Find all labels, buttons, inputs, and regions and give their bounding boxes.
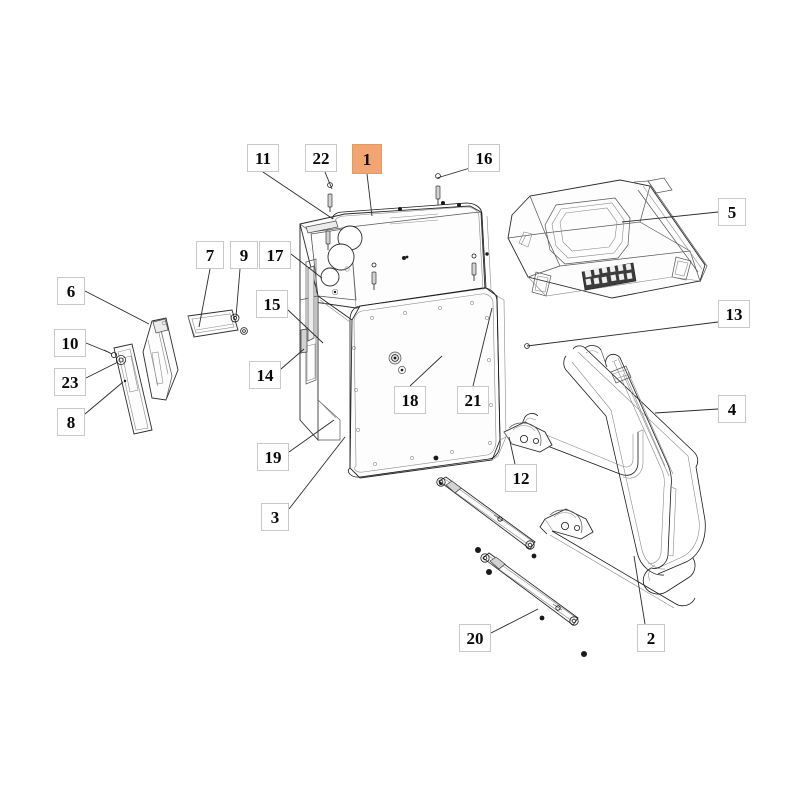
callout-label-18[interactable]: 18 [394,386,426,414]
callout-label-21[interactable]: 21 [457,386,489,414]
part-cab-body-assembly [299,202,507,479]
callout-label-11[interactable]: 11 [247,144,279,172]
callout-number: 10 [61,333,79,353]
callout-number: 15 [263,294,281,314]
callout-label-5[interactable]: 5 [718,198,746,226]
frame-hinge-upper [503,421,553,453]
callout-number: 22 [312,148,330,168]
callout-number: 4 [727,399,737,419]
callout-number: 9 [239,245,249,265]
callout-label-2[interactable]: 2 [637,624,665,652]
callout-label-9[interactable]: 9 [230,241,258,269]
callout-label-13[interactable]: 13 [718,300,750,328]
lock-knob [388,351,406,374]
callout-label-16[interactable]: 16 [468,144,500,172]
part-mounting-plate-small [187,309,239,338]
callout-number: 2 [646,628,656,648]
part-screw-inner-right [471,253,477,281]
callout-label-10[interactable]: 10 [54,329,86,357]
callout-label-20[interactable]: 20 [459,624,491,652]
part-bracket-arm [142,317,179,401]
callout-number: 13 [725,304,743,324]
part-gas-strut-12 [436,476,536,550]
callout-number: 3 [270,507,280,527]
callout-number: 14 [256,365,274,385]
part-washer-23 [116,354,127,365]
part-edge-trim-strip [305,220,339,234]
callout-number: 18 [401,390,419,410]
part-screw-inner-left [325,230,331,250]
callout-number: 23 [61,372,79,392]
hinge-tab [300,328,308,354]
callout-label-7[interactable]: 7 [196,241,224,269]
callout-label-22[interactable]: 22 [305,144,337,172]
part-nut-fastener-extra [240,327,248,335]
callout-number: 6 [66,281,76,301]
callout-label-23[interactable]: 23 [54,368,86,396]
part-screw-22 [327,182,333,212]
callout-label-19[interactable]: 19 [257,443,289,471]
callout-number: 8 [66,412,76,432]
callout-label-8[interactable]: 8 [57,408,85,436]
callout-label-3[interactable]: 3 [261,503,289,531]
callout-number: 16 [475,148,493,168]
part-nut-fastener-9 [230,313,240,323]
callout-label-4[interactable]: 4 [718,395,746,423]
callout-label-15[interactable]: 15 [256,290,288,318]
callout-label-17[interactable]: 17 [259,241,291,269]
callout-number: 5 [727,202,737,222]
callout-number: 17 [266,245,284,265]
part-screw-16 [435,173,441,205]
callout-label-6[interactable]: 6 [57,277,85,305]
callout-number: 12 [512,468,530,488]
callout-number: 19 [264,447,282,467]
part-top-lid-cover [507,177,708,299]
callout-number: 20 [466,628,484,648]
leader-lines [84,167,719,634]
part-gas-strut-20 [480,552,579,626]
callout-number: 11 [254,148,272,168]
callout-label-12[interactable]: 12 [505,464,537,492]
callout-number: 7 [205,245,215,265]
callout-number: 21 [464,390,482,410]
callout-label-14[interactable]: 14 [249,361,281,389]
callout-label-1[interactable]: 1 [352,144,382,174]
part-side-plate [113,343,153,435]
part-tubular-frame [503,345,706,609]
callout-number: 1 [362,149,372,169]
part-screw-inner-mid [371,262,377,290]
warning-decal [581,262,637,291]
frame-hinge-lower [539,508,594,540]
